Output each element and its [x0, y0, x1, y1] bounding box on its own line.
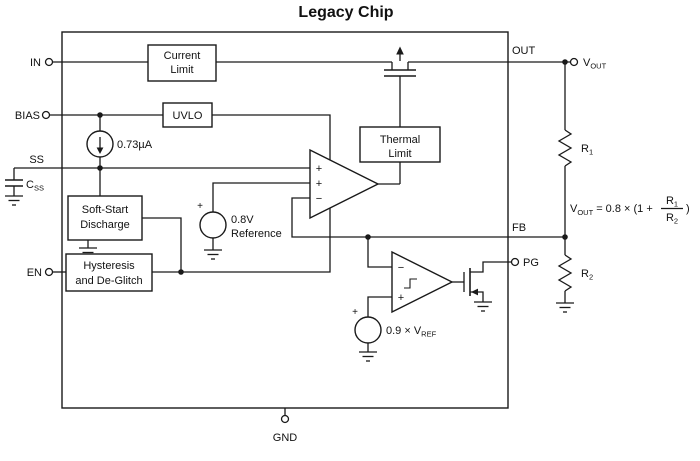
pg-threshold-label: 0.9 × VREF	[386, 325, 437, 339]
junction-fb-divider	[562, 234, 568, 240]
junction-vout	[562, 59, 568, 65]
wire-reference	[212, 182, 310, 212]
pg-threshold-source-circle	[354, 316, 382, 344]
pass-fet-symbol	[384, 46, 416, 77]
pin-label-ss: SS	[29, 154, 44, 166]
pg-comparator-triangle	[391, 250, 454, 314]
pin-label-fb: FB	[512, 222, 526, 234]
pg-comparator-minus: −	[398, 262, 404, 274]
pg-comparator-plus: +	[398, 292, 404, 304]
label-vout: VOUT	[583, 57, 607, 71]
wire-fb	[291, 197, 565, 238]
pin-label-bias: BIAS	[15, 110, 40, 122]
wire-comp-minus	[367, 237, 392, 268]
block-soft-start-label-2: Discharge	[80, 219, 130, 231]
resistor-r1	[557, 129, 573, 167]
pg-threshold-plus-sign: +	[352, 307, 358, 318]
block-hysteresis-deglitch	[65, 253, 153, 292]
resistor-r2	[557, 254, 573, 292]
junction-fb-comp	[365, 234, 371, 240]
reference-plus-sign: +	[197, 201, 203, 212]
label-css: CSS	[26, 179, 44, 193]
ground-symbol-r2	[555, 302, 575, 313]
nmos-arrow	[471, 288, 478, 296]
reference-label-2: Reference	[231, 228, 282, 240]
block-current-limit-label-2: Limit	[170, 64, 193, 76]
soft-start-current-source	[86, 130, 114, 158]
block-hysteresis-label-1: Hysteresis	[83, 260, 135, 272]
pin-terminal-vout	[569, 57, 579, 67]
diagram-title: Legacy Chip	[298, 4, 393, 21]
pin-label-en: EN	[27, 267, 42, 279]
block-current-limit	[147, 44, 217, 82]
error-amp-triangle	[309, 148, 380, 220]
wire-comp-plus	[367, 296, 392, 317]
error-amp-plus1: +	[316, 163, 322, 175]
label-r2: R2	[581, 268, 593, 282]
wires	[13, 61, 570, 416]
wire-uvlo-out	[212, 114, 331, 160]
ground-symbol-css	[4, 195, 24, 206]
block-thermal-limit	[359, 126, 441, 163]
pg-nmos-symbol	[463, 268, 478, 296]
equation-close-paren: )	[686, 203, 690, 215]
hysteresis-glyph	[404, 278, 417, 289]
block-thermal-limit-label-2: Limit	[388, 148, 411, 160]
pin-label-out: OUT	[512, 45, 536, 57]
junction-bias	[97, 112, 103, 118]
reference-label-1: 0.8V	[231, 214, 254, 226]
label-r1: R1	[581, 143, 593, 157]
equation-denominator: R2	[666, 212, 678, 226]
pin-terminal-en	[44, 267, 54, 277]
error-amp-plus2: +	[316, 178, 322, 190]
block-soft-start-label-1: Soft-Start	[82, 204, 128, 216]
error-amp-minus: −	[316, 193, 322, 205]
block-thermal-limit-label-1: Thermal	[380, 134, 420, 146]
pin-terminal-gnd	[280, 414, 290, 424]
wire-hysteresis-out	[152, 208, 331, 273]
current-source-value: 0.73µA	[117, 139, 153, 151]
pin-terminal-pg	[510, 257, 520, 267]
pin-label-in: IN	[30, 57, 41, 69]
reference-source-circle	[199, 211, 227, 239]
current-source-arrow-head	[96, 147, 104, 154]
equation-lhs: VOUT= 0.8 × (1 +	[570, 203, 653, 217]
junction-enable	[178, 269, 184, 275]
block-current-limit-label-1: Current	[164, 50, 201, 62]
junction-ss	[97, 165, 103, 171]
pin-terminal-bias	[41, 110, 51, 120]
block-uvlo-label: UVLO	[173, 110, 203, 122]
block-hysteresis-label-2: and De-Glitch	[75, 275, 142, 287]
block-uvlo	[162, 102, 213, 128]
wire-softstart-ctl	[142, 217, 182, 272]
pin-terminal-in	[44, 57, 54, 67]
vout-equation: VOUT= 0.8 × (1 + R1 R2 )	[570, 195, 690, 226]
equation-numerator: R1	[666, 195, 678, 209]
fet-body-arrow-head	[396, 46, 404, 55]
pin-label-pg: PG	[523, 257, 539, 269]
block-soft-start-discharge	[67, 195, 143, 241]
pin-label-gnd: GND	[273, 432, 298, 444]
wire-pg	[470, 261, 512, 273]
